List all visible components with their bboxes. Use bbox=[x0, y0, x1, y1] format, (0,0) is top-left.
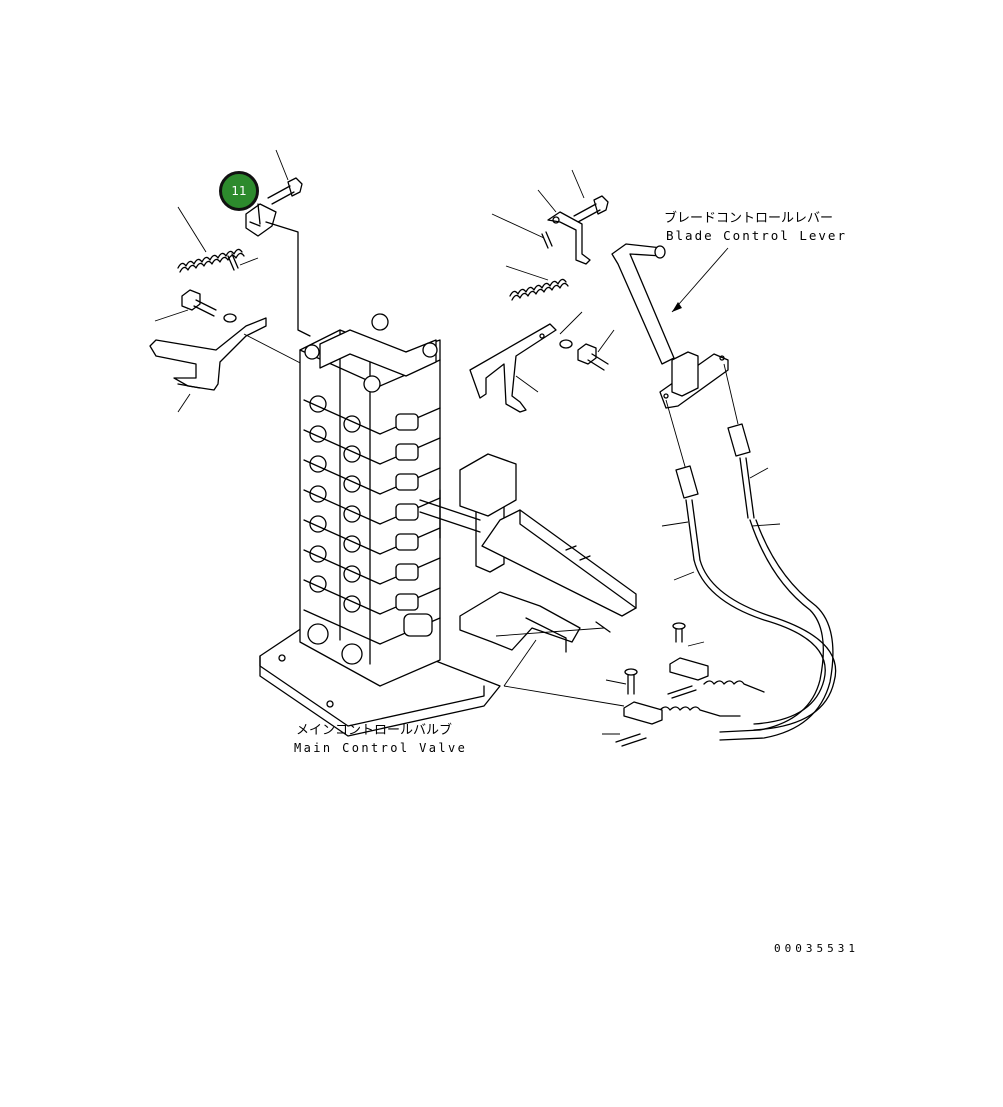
leader-mcv-3 bbox=[495, 627, 605, 637]
bolt-top-left bbox=[267, 177, 303, 205]
bracket-left bbox=[149, 317, 311, 413]
spring-top-mid bbox=[505, 265, 569, 301]
blade-control-lever-label-en: Blade Control Lever bbox=[666, 228, 847, 243]
main-control-valve-label-ja: メインコントロールバルブ bbox=[296, 722, 452, 738]
drawing-number: 00035531 bbox=[774, 942, 859, 955]
blade-control-lever-label-ja: ブレードコントロールレバー bbox=[664, 210, 833, 226]
callout-marker-11[interactable]: 11 bbox=[219, 171, 259, 211]
blade-control-lever bbox=[611, 243, 729, 409]
leader-mcv-1 bbox=[503, 639, 537, 687]
clevis-top-mid bbox=[537, 189, 591, 265]
main-control-valve bbox=[259, 313, 637, 737]
spring-left bbox=[177, 206, 245, 273]
washer-bolt-mid bbox=[559, 311, 615, 371]
leader-blade-lever bbox=[671, 247, 729, 313]
main-control-valve-label-en: Main Control Valve bbox=[294, 741, 467, 755]
rod-top-left bbox=[265, 221, 311, 337]
bracket-mid bbox=[469, 323, 557, 413]
control-cables bbox=[602, 363, 837, 747]
leader-arrowhead bbox=[672, 302, 682, 312]
cotter-pin-top-mid bbox=[491, 213, 553, 249]
clevis-top-left bbox=[245, 149, 289, 237]
bolt-top-mid bbox=[571, 169, 609, 223]
cotter-pin-top-left bbox=[227, 253, 259, 271]
leader-mcv-2 bbox=[503, 685, 625, 707]
callout-number: 11 bbox=[231, 184, 247, 198]
bolt-mid-left bbox=[154, 289, 237, 323]
